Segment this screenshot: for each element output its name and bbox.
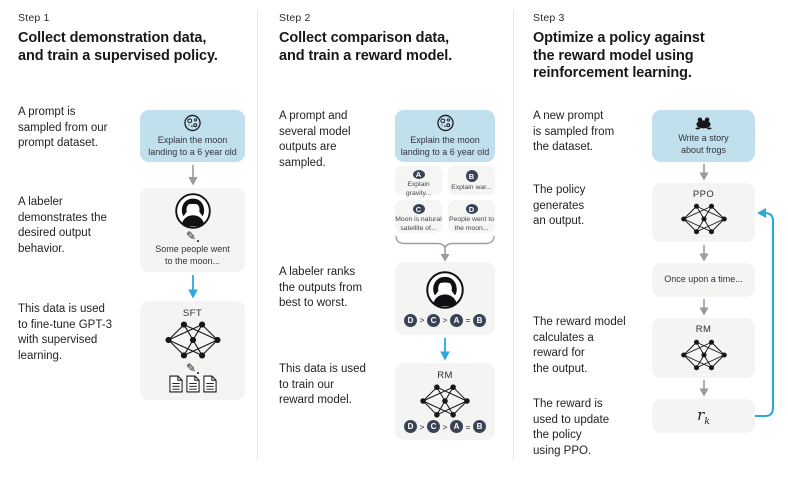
blue-down-arrow-icon: [188, 275, 198, 299]
column-divider-1: [257, 10, 258, 460]
document-icon: [186, 375, 200, 393]
step1-paragraph-labeler: A labeler demonstrates the desired outpu…: [18, 196, 107, 255]
step3-paragraph-update: The reward is used to update the policy …: [533, 398, 610, 457]
down-arrow-icon: [699, 164, 709, 181]
step3-label: Step 3: [533, 12, 565, 24]
rank-letter-badge: D: [404, 313, 418, 327]
frog-icon: [695, 116, 712, 130]
labeler-avatar-icon: [426, 271, 464, 309]
rank-letter-badge: D: [404, 420, 418, 433]
rank-separator: >: [442, 315, 448, 325]
ppo-policy-box: PPO: [652, 183, 755, 242]
step3-column: Step 3 Optimize a policy against the rew…: [513, 0, 788, 479]
rank-letter-badge: C: [427, 313, 441, 327]
rank-separator: >: [442, 421, 448, 432]
output-letter-badge: A: [412, 170, 425, 179]
model-outputs-grid: A Explain gravity... B Explain war... C …: [395, 166, 495, 233]
document-icon: [203, 375, 217, 393]
step1-label: Step 1: [18, 12, 50, 24]
labeler-box: ✎ Some people went to the moon...: [140, 188, 245, 272]
pencil-glyph: ✎: [185, 229, 197, 243]
neural-network-icon: [680, 202, 728, 236]
documents-icon: [169, 375, 217, 393]
output-b-box: B Explain war...: [448, 166, 495, 195]
sft-model-box: SFT ✎: [140, 301, 245, 400]
output-letter-badge: C: [412, 204, 425, 214]
rank-letter-badge: A: [449, 313, 463, 327]
step2-column: Step 2 Collect comparison data, and trai…: [257, 0, 513, 479]
labeler-ranking-box: D > C > A = B: [395, 262, 495, 335]
prompt-box: Explain the moon landing to a 6 year old: [140, 110, 245, 162]
policy-output-text: Once upon a time...: [664, 274, 743, 285]
rank-separator: =: [465, 315, 471, 325]
moon-icon: [436, 114, 455, 132]
prompt-box-text: Write a story about frogs: [678, 133, 729, 155]
step1-column: Step 1 Collect demonstration data, and t…: [0, 0, 257, 479]
rank-letter-badge: B: [472, 420, 486, 433]
step3-paragraph-reward: The reward model calculates a reward for…: [533, 316, 626, 375]
down-arrow-icon: [699, 380, 709, 397]
step2-paragraph-ranking: A labeler ranks the outputs from best to…: [279, 266, 363, 309]
brace-icon: [395, 236, 495, 250]
step2-title: Collect comparison data, and train a rew…: [279, 30, 453, 64]
neural-network-icon: [419, 383, 471, 419]
rm-model-box: RM D > C > A = B: [395, 363, 495, 440]
step2-paragraph-train: This data is used to train our reward mo…: [279, 363, 366, 406]
rank-letter-badge: C: [427, 420, 441, 433]
rank-separator: >: [419, 421, 425, 432]
moon-icon: [183, 114, 202, 132]
prompt-box: Explain the moon landing to a 6 year old: [395, 110, 495, 162]
down-arrow-icon: [699, 299, 709, 316]
prompt-box-text: Explain the moon landing to a 6 year old: [400, 135, 490, 157]
neural-network-icon: [680, 338, 728, 372]
step3-paragraph-prompt: A new prompt is sampled from the dataset…: [533, 110, 615, 153]
down-arrow-icon: [188, 165, 198, 186]
ranking-row: D > C > A = B: [404, 313, 486, 327]
neural-network-icon: [164, 320, 222, 360]
output-d-box: D People went to the moon...: [448, 200, 495, 233]
reward-symbol: rk: [697, 406, 710, 427]
column-divider-2: [513, 10, 514, 460]
reward-base: r: [697, 405, 705, 424]
document-icon: [169, 375, 183, 393]
down-arrow-icon: [440, 249, 450, 262]
labeler-avatar-icon: [173, 193, 213, 229]
sft-label: SFT: [182, 308, 203, 319]
output-letter-badge: B: [465, 170, 478, 182]
output-b-text: Explain war...: [451, 184, 492, 191]
pencil-icon: ✎: [185, 360, 200, 375]
step1-paragraph-prompt: A prompt is sampled from our prompt data…: [18, 106, 108, 149]
reward-subscript: k: [704, 416, 710, 427]
blue-down-arrow-icon: [440, 338, 450, 361]
rm-model-box: RM: [652, 318, 755, 378]
ranking-row: D > C > A = B: [404, 420, 486, 433]
reward-value-box: rk: [652, 399, 755, 433]
rank-separator: >: [419, 315, 425, 325]
rank-separator: =: [465, 421, 471, 432]
rm-label: RM: [437, 370, 453, 381]
output-a-box: A Explain gravity...: [395, 166, 442, 197]
step3-title: Optimize a policy against the reward mod…: [533, 30, 705, 81]
rank-letter-badge: A: [449, 420, 463, 433]
labeler-box-text: Some people went to the moon...: [155, 244, 230, 266]
step1-paragraph-finetune: This data is used to fine-tune GPT-3 wit…: [18, 303, 112, 362]
rm-label: RM: [695, 324, 712, 335]
output-c-box: C Moon is natural satellite of...: [395, 200, 442, 233]
policy-output-box: Once upon a time...: [652, 263, 755, 297]
output-letter-badge: D: [465, 204, 478, 214]
output-c-text: Moon is natural satellite of...: [395, 216, 442, 232]
step2-label: Step 2: [279, 12, 311, 24]
down-arrow-icon: [699, 245, 709, 262]
output-d-text: People went to the moon...: [449, 216, 494, 232]
prompt-box-text: Explain the moon landing to a 6 year old: [148, 135, 237, 157]
ppo-label: PPO: [692, 189, 715, 200]
prompt-box: Write a story about frogs: [652, 110, 755, 162]
step1-title: Collect demonstration data, and train a …: [18, 30, 218, 64]
step2-paragraph-prompt: A prompt and several model outputs are s…: [279, 110, 351, 169]
rank-letter-badge: B: [472, 313, 486, 327]
step3-paragraph-policy: The policy generates an output.: [533, 184, 586, 227]
output-a-text: Explain gravity...: [405, 181, 432, 197]
pencil-glyph: ✎: [185, 360, 197, 375]
pencil-icon: ✎: [185, 229, 200, 243]
